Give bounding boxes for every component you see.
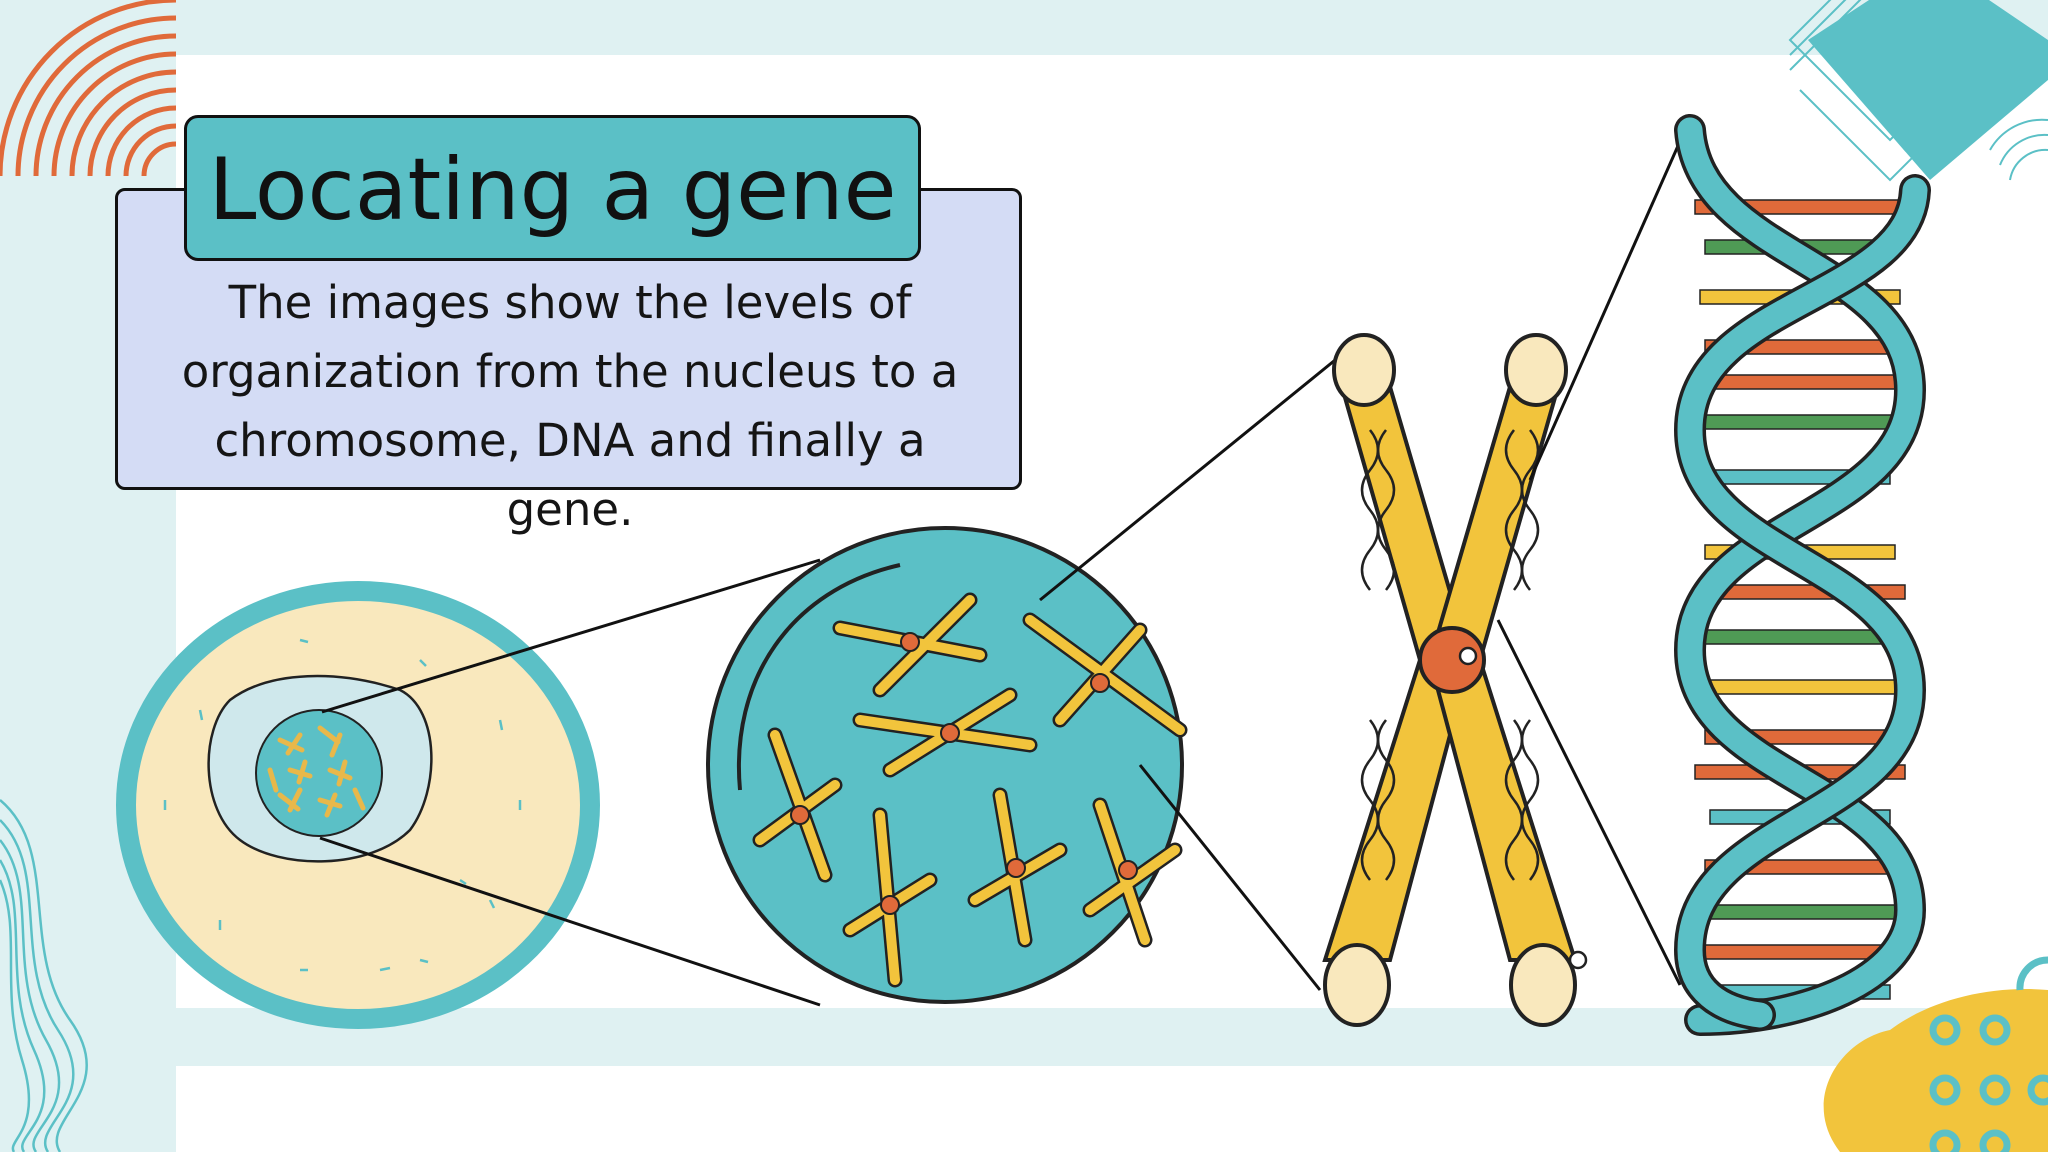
orange-arcs-decoration: [0, 0, 177, 177]
title-box: [184, 115, 921, 261]
teal-wave-decoration: [0, 799, 88, 1152]
dna-helix-illustration: [1673, 114, 1931, 1036]
slide-title: Locating a gene: [208, 140, 897, 240]
yellow-blob-decoration: [1823, 956, 2048, 1152]
chromosome-illustration: [1322, 333, 1588, 1027]
nucleus-magnified-illustration: [706, 526, 1188, 1004]
magnify-lines-chromosome: [1496, 129, 1687, 986]
slide-description: The images show the levels of organizati…: [181, 276, 959, 536]
teal-diamond-decoration: [1788, 0, 2048, 182]
cell-illustration: [116, 581, 600, 1029]
magnify-lines-cell: [319, 558, 821, 1007]
magnify-lines-nucleus: [1039, 350, 1346, 991]
